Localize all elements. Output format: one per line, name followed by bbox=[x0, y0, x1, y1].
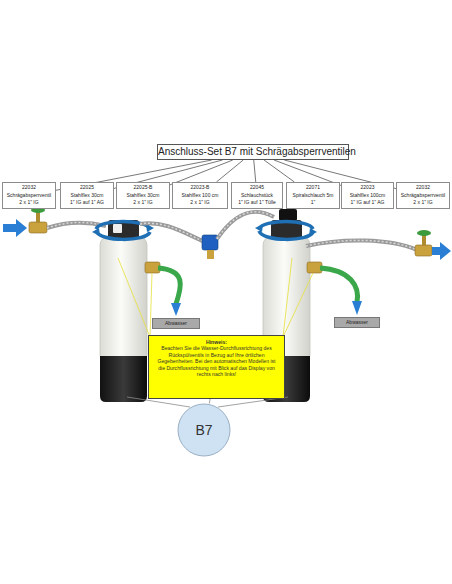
set-badge-text: B7 bbox=[177, 403, 231, 457]
badge-circle-shape bbox=[178, 404, 230, 456]
article-number: 22071 bbox=[287, 184, 339, 192]
part-box: 22025Stahlflex 30cm1" IG auf 1" AG bbox=[60, 182, 114, 209]
flow-arrow bbox=[259, 231, 313, 239]
drain-label-box-text: Abwasser bbox=[335, 318, 379, 327]
tank-base bbox=[100, 356, 147, 402]
drain-fitting bbox=[307, 262, 322, 273]
drain-label-box: Abwasser bbox=[152, 318, 200, 329]
part-spec: 1" IG auf 1" AG bbox=[61, 199, 113, 207]
part-box: 22032Schrägabsperrventil2 x 1" IG bbox=[396, 182, 450, 209]
valve-gauge bbox=[113, 224, 122, 233]
flow-arrow-head bbox=[309, 228, 317, 236]
part-spec: 1" bbox=[287, 199, 339, 207]
note-leaders bbox=[118, 258, 313, 337]
article-number: 22045 bbox=[232, 184, 282, 192]
article-number: 22032 bbox=[397, 184, 449, 192]
flow-arrow-head bbox=[92, 228, 100, 236]
article-number: 22032 bbox=[3, 184, 55, 192]
flow-arrow bbox=[96, 231, 150, 239]
article-number: 22023 bbox=[342, 184, 393, 192]
angle-valve bbox=[29, 222, 47, 233]
part-box: 22023-BStahlflex 100 cm2 x 1" IG bbox=[172, 182, 228, 209]
valve-handle bbox=[417, 230, 431, 236]
part-spec: 2 x 1" IG bbox=[173, 199, 227, 207]
flow-arrow-head bbox=[255, 224, 263, 232]
flow-arrow bbox=[259, 222, 313, 230]
article-number: 22023-B bbox=[173, 184, 227, 192]
title-box: Anschluss-Set B7 mit Schrägabsperrventil… bbox=[157, 144, 349, 160]
part-spec: 2 x 1" IG bbox=[3, 199, 55, 207]
outlet-arrow bbox=[432, 242, 451, 260]
valve-display bbox=[279, 209, 297, 221]
part-name: Stahlflex 30cm bbox=[61, 192, 113, 200]
part-box: 22025-BStahlflex 30cm2 x 1" IG bbox=[116, 182, 170, 209]
article-number: 22025 bbox=[61, 184, 113, 192]
part-box: 22071Spiralschlauch 5m1" bbox=[286, 182, 340, 209]
brass-nipple bbox=[207, 250, 214, 259]
connector-fitting bbox=[202, 235, 218, 250]
connector-line bbox=[216, 160, 243, 182]
connector-line bbox=[254, 160, 256, 182]
part-box: 22045Schlauchstück1" IG auf 1" Tülle bbox=[231, 182, 283, 209]
drain-fitting bbox=[145, 262, 160, 273]
title-box-text: Anschluss-Set B7 mit Schrägabsperrventil… bbox=[158, 145, 348, 159]
leader-line bbox=[118, 258, 150, 337]
hose-braid bbox=[306, 240, 417, 250]
set-badge: B7 bbox=[177, 403, 231, 457]
drain-hose bbox=[158, 268, 180, 304]
note-box: Hinweis:Beachten Sie die Wasser-Durchflu… bbox=[148, 335, 285, 399]
steel-flex-hose bbox=[306, 240, 417, 250]
note-heading: Hinweis: bbox=[154, 339, 279, 345]
article-number: 22025-B bbox=[117, 184, 169, 192]
part-name: Spiralschlauch 5m bbox=[287, 192, 339, 200]
inlet-arrow bbox=[3, 219, 27, 237]
tank-body bbox=[100, 236, 147, 364]
leader-line bbox=[283, 258, 292, 337]
drain-arrow bbox=[352, 301, 362, 315]
part-name: Stahlflex 100 cm bbox=[173, 192, 227, 200]
part-name: Stahlflex 100cm bbox=[342, 192, 393, 200]
part-spec: 1" IG auf 1" Tülle bbox=[232, 199, 282, 207]
part-box: 22023Stahlflex 100cm1" IG auf 1" AG bbox=[341, 182, 394, 209]
part-name: Schrägabsperrventil bbox=[397, 192, 449, 200]
note-body: Beachten Sie die Wasser-Durchflussrichtu… bbox=[154, 345, 279, 377]
drain-label-box: Abwasser bbox=[334, 317, 380, 328]
part-spec: 2 x 1" IG bbox=[397, 199, 449, 207]
steel-flex-hose bbox=[140, 223, 205, 242]
connector-line bbox=[264, 160, 294, 182]
part-spec: 2 x 1" IG bbox=[117, 199, 169, 207]
angle-valve bbox=[415, 245, 432, 256]
part-name: Stahlflex 30cm bbox=[117, 192, 169, 200]
drain-label-box-text: Abwasser bbox=[153, 319, 199, 328]
leader-line bbox=[283, 273, 313, 337]
connector-line bbox=[209, 399, 211, 404]
part-spec: 1" IG auf 1" AG bbox=[342, 199, 393, 207]
hose-braid bbox=[140, 223, 205, 242]
drain-arrow bbox=[171, 303, 181, 316]
part-name: Schrägabsperrventil bbox=[3, 192, 55, 200]
drain-hose bbox=[320, 268, 358, 302]
part-name: Schlauchstück bbox=[232, 192, 282, 200]
part-box: 22032Schrägabsperrventil2 x 1" IG bbox=[2, 182, 56, 209]
